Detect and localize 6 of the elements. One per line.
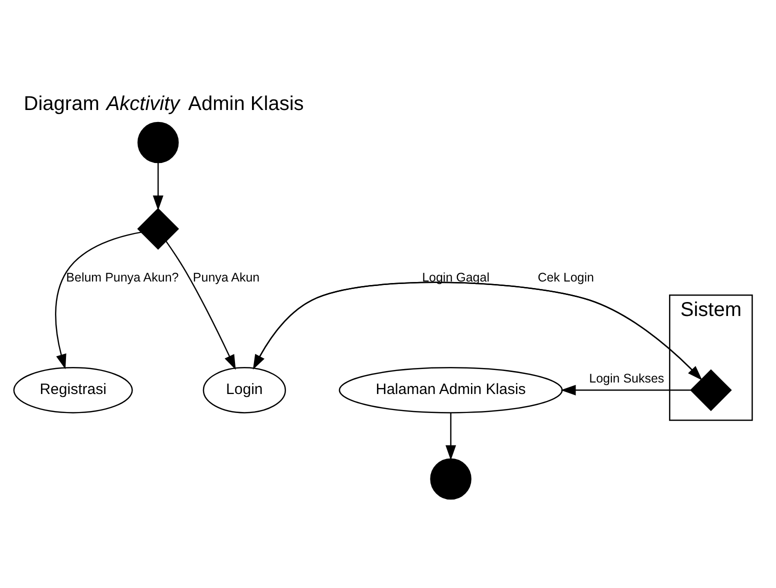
edge-label: Login Sukses: [589, 371, 664, 386]
edge-label: Punya Akun: [192, 270, 260, 284]
diagram-title: Diagram Akctivity Admin Klasis: [24, 92, 304, 114]
edge-label: Login Gagal: [422, 270, 490, 284]
edge-label: Belum Punya Akun?: [66, 270, 179, 284]
edge-label: Cek Login: [538, 270, 594, 284]
